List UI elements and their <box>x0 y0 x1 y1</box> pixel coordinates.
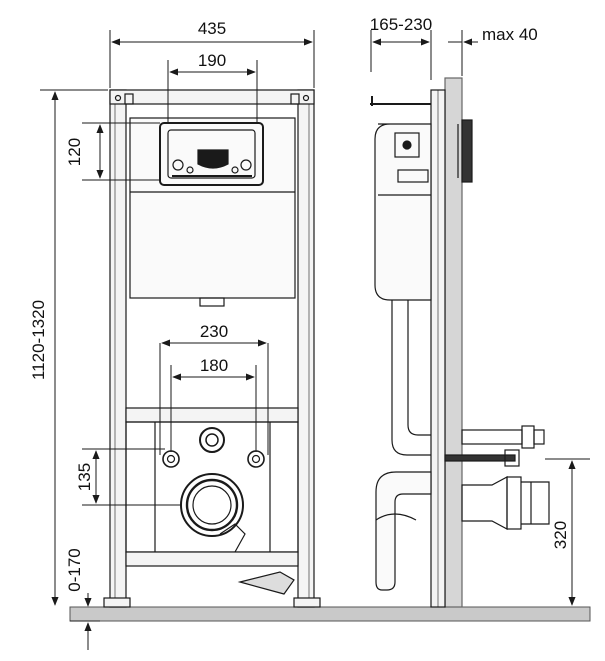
mounting-bolt-right <box>247 450 265 468</box>
drain-outlet-side <box>461 476 508 530</box>
frame-bottom-bar <box>125 551 299 567</box>
panel-height-label: 120 <box>65 138 84 166</box>
wall-label: max 40 <box>482 25 538 44</box>
bolt-height-label: 135 <box>75 463 94 491</box>
threaded-rod <box>444 454 516 462</box>
front-view <box>103 89 321 608</box>
flush-connector <box>199 427 225 453</box>
flush-connector-side <box>461 429 523 445</box>
frame-left-post <box>109 89 127 608</box>
drain-outlet <box>180 473 244 537</box>
frame-top-bar <box>109 89 315 105</box>
outer-bolt-spacing-label: 230 <box>200 322 228 341</box>
side-dimensions <box>370 30 590 606</box>
flush-panel-opening <box>159 122 264 186</box>
front-dimensions <box>40 30 315 650</box>
inner-bolt-spacing-label: 180 <box>200 356 228 375</box>
side-view <box>370 77 550 608</box>
outlet-height-label: 320 <box>551 521 570 549</box>
foot-adjust-label: 0-170 <box>65 548 84 591</box>
frame-crossbar <box>125 407 299 423</box>
cistern-side <box>374 123 432 301</box>
flush-pipe-side <box>391 300 431 456</box>
wall-anchor <box>461 119 473 183</box>
width-label: 435 <box>198 19 226 38</box>
panel-width-label: 190 <box>198 51 226 70</box>
floor <box>69 606 591 622</box>
drain-bend-side <box>375 471 432 591</box>
depth-label: 165-230 <box>370 15 432 34</box>
mounting-bolt-left <box>162 450 180 468</box>
total-height-label: 1120-1320 <box>29 300 48 380</box>
wall <box>444 77 463 608</box>
cistern <box>129 117 296 299</box>
frame-right-post <box>297 89 315 608</box>
